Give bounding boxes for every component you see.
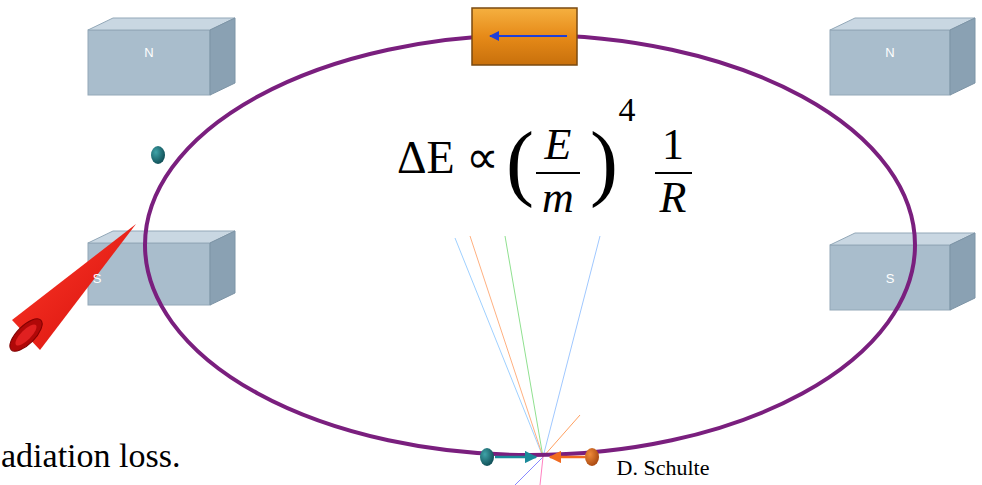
particle <box>585 448 599 466</box>
particle <box>480 448 494 466</box>
formula-text: m <box>542 176 574 220</box>
formula-text: 1 <box>662 123 684 167</box>
pole-label: N <box>88 46 210 59</box>
magnet-side <box>210 231 235 305</box>
magnet-front <box>830 30 950 95</box>
caption-text: adiation loss. <box>1 439 180 473</box>
magnet-side <box>210 18 235 95</box>
magnet-block: S <box>830 245 950 310</box>
pole-label: S <box>36 272 158 285</box>
debris-lines <box>455 236 600 485</box>
fraction-bar <box>655 172 692 174</box>
magnet-block: S <box>88 243 210 305</box>
beam-arrow <box>495 456 536 459</box>
magnet-block: N <box>830 30 950 95</box>
magnet-side <box>950 233 975 310</box>
magnet-front <box>88 30 210 95</box>
formula-text: ΔE ∝ <box>397 135 499 181</box>
formula-text: E <box>545 123 572 167</box>
credit: D. Schulte <box>617 457 710 479</box>
fraction-bar <box>536 172 580 174</box>
exponent: 4 <box>619 93 636 127</box>
storage-ring <box>145 35 915 455</box>
formula-text: R <box>660 176 687 220</box>
beam-arrow <box>550 456 585 459</box>
rf-cavity <box>472 8 577 65</box>
radiation-cone <box>5 224 136 356</box>
magnet-front <box>830 245 950 310</box>
magnet-side <box>950 18 975 95</box>
field-arrow <box>490 35 567 37</box>
pole-label: N <box>830 46 950 59</box>
particle <box>151 146 165 164</box>
magnet-block: N <box>88 30 210 95</box>
parenthesis: ) <box>590 120 618 204</box>
parenthesis: ( <box>506 120 534 204</box>
pole-label: S <box>830 272 950 285</box>
